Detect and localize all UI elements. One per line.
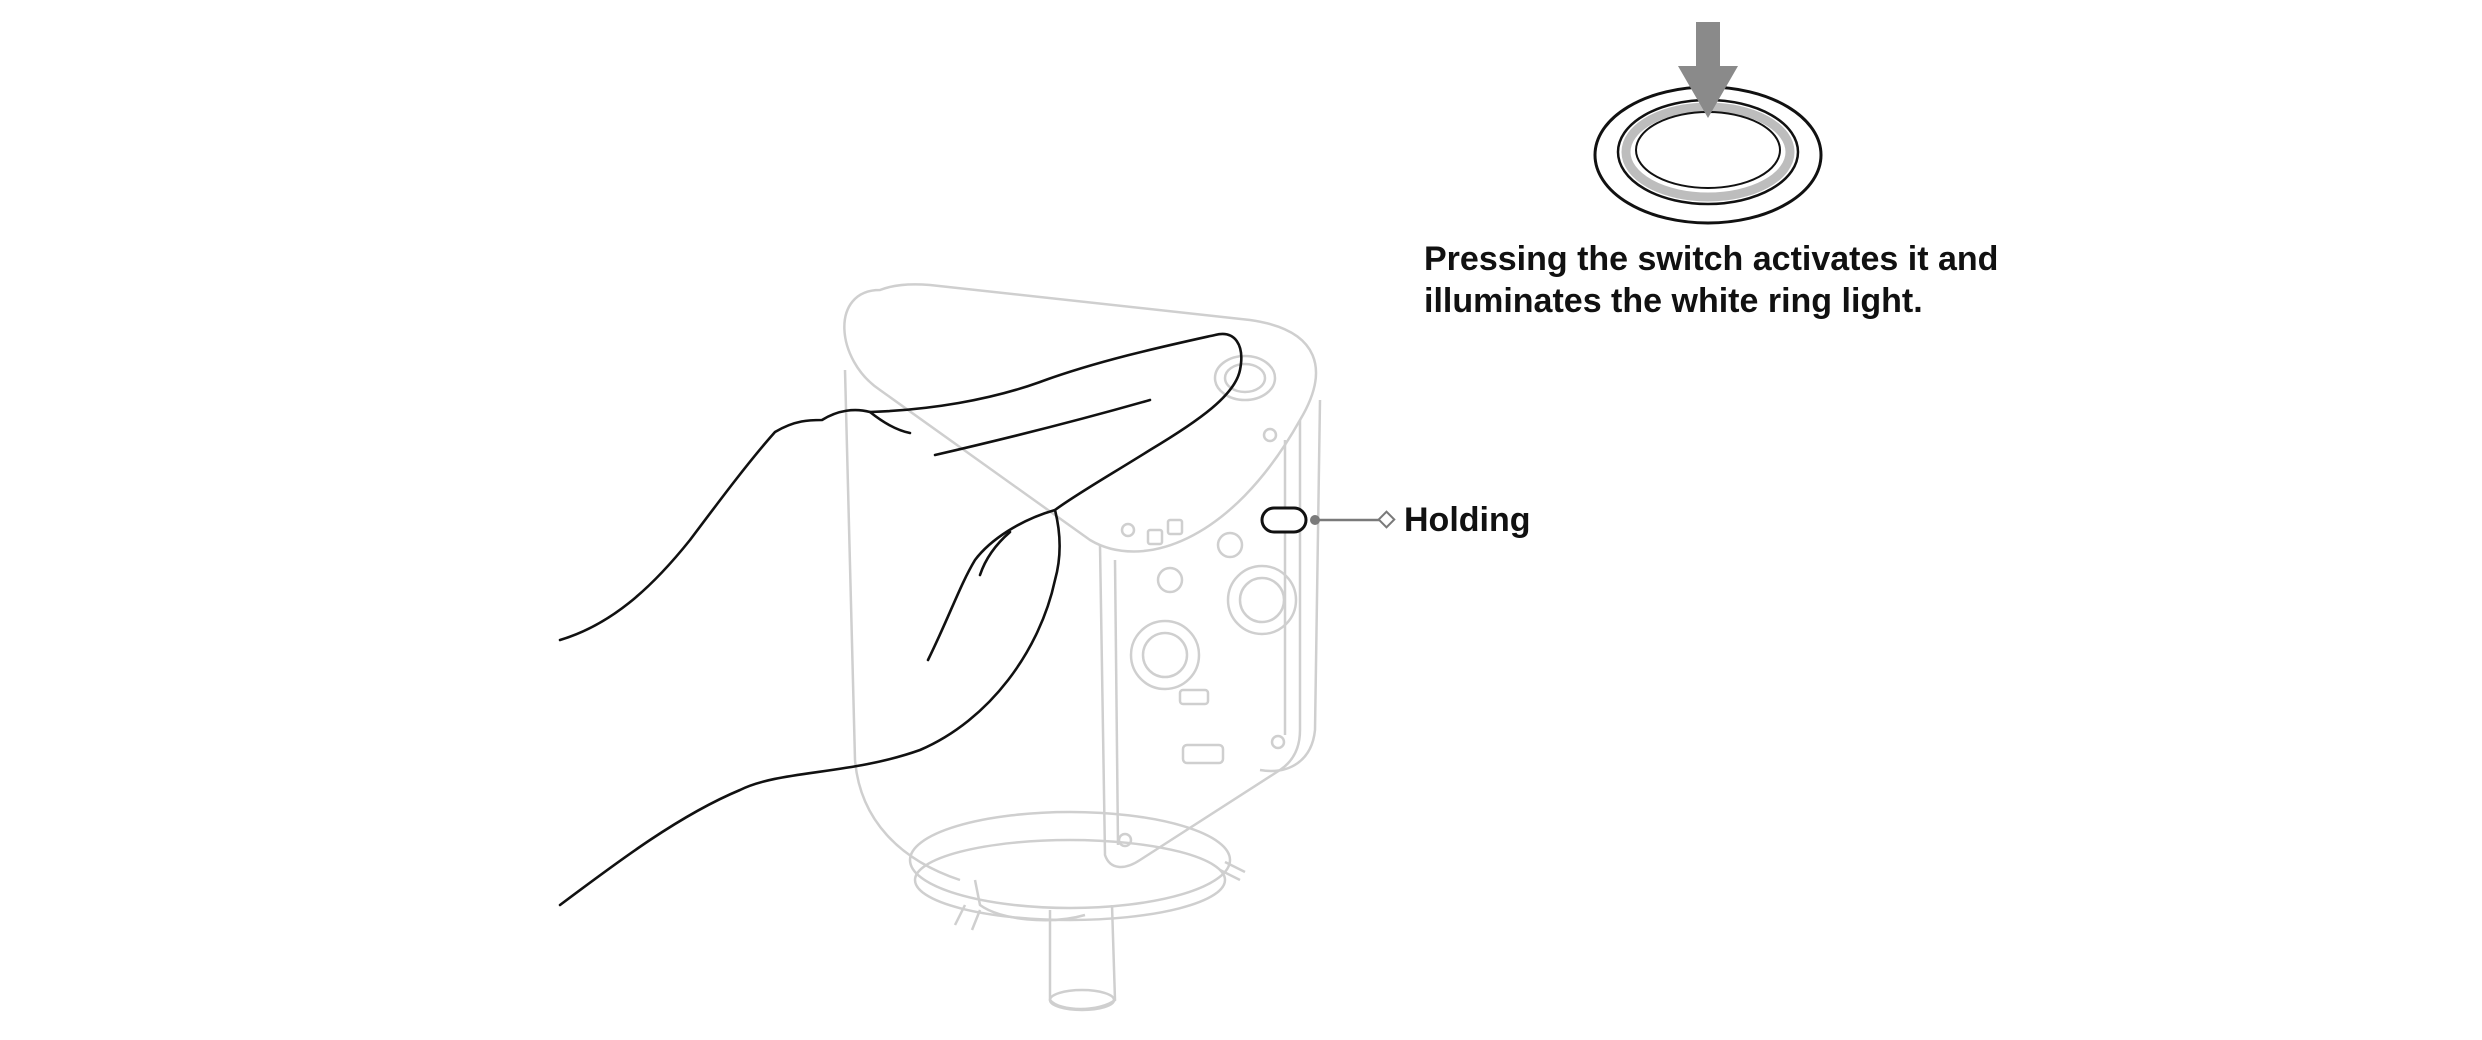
device-front-panel — [1098, 420, 1302, 869]
holding-label: Holding — [1404, 501, 1531, 539]
device-body-right — [1259, 399, 1322, 773]
switch-press-inset — [1593, 22, 1823, 225]
pill-indicator-icon — [1260, 506, 1308, 534]
hand-outline — [558, 332, 1243, 907]
device-base — [908, 810, 1232, 910]
hand-illustration — [558, 332, 1243, 907]
device-top-switch — [1213, 354, 1277, 402]
caption-line-2: illuminates the white ring light. — [1424, 282, 1923, 320]
direction-knob — [1226, 564, 1298, 636]
diamond-marker-icon — [1377, 510, 1396, 529]
holding-callout — [1260, 506, 1396, 534]
device-body-left — [843, 369, 961, 882]
switch-caption: Pressing the switch activates it and ill… — [1424, 238, 2144, 322]
caption-line-1: Pressing the switch activates it and — [1424, 240, 1999, 278]
down-arrow-icon — [1678, 22, 1738, 118]
speed-knob — [1129, 619, 1201, 691]
commutator-device — [843, 283, 1322, 1012]
device-top-lid — [843, 283, 1318, 553]
